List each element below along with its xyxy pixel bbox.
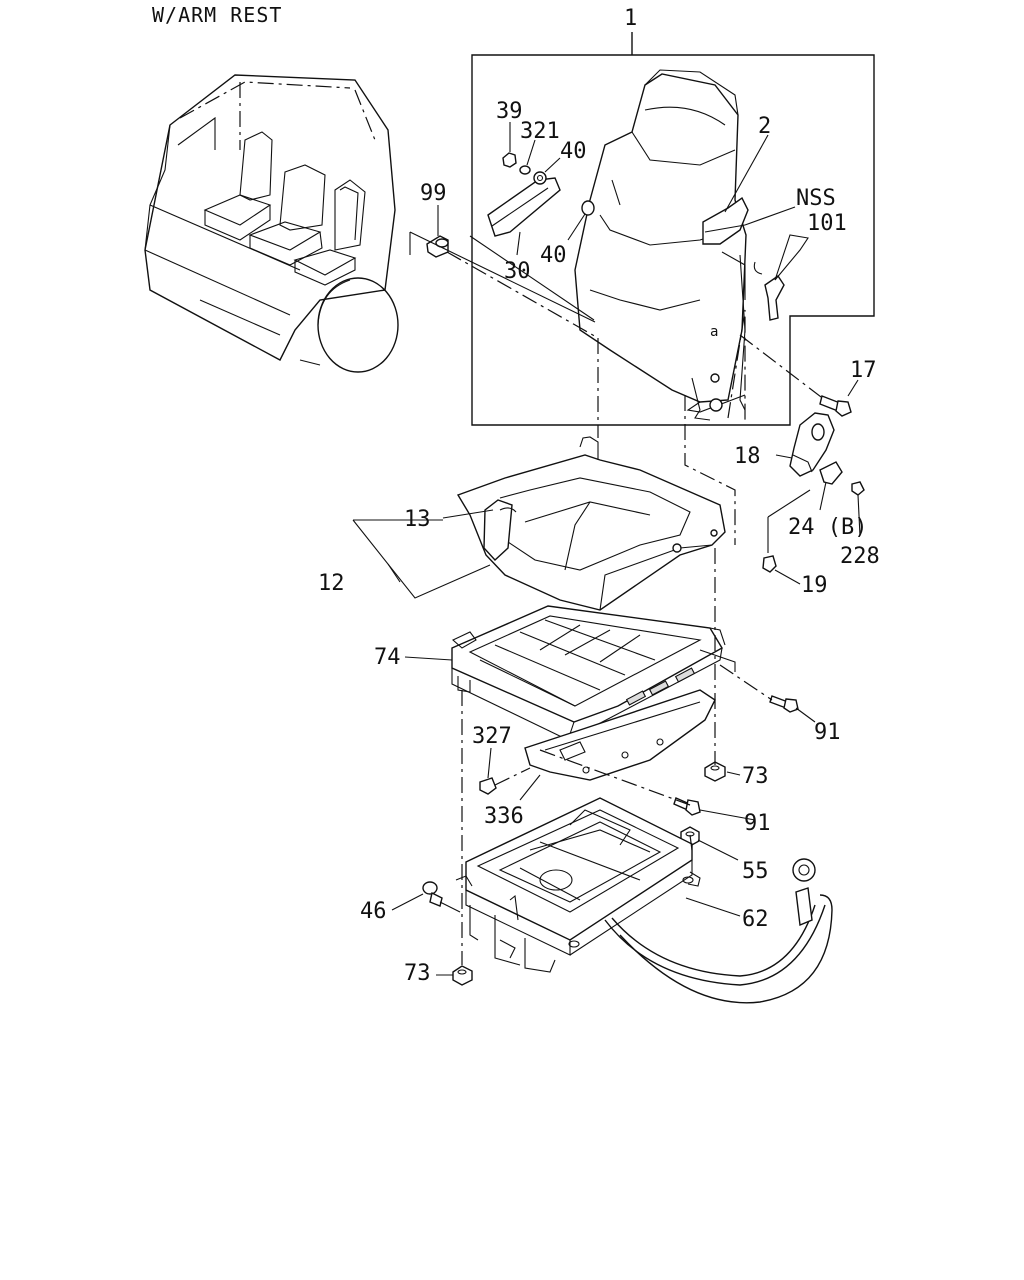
diagram-title: W/ARM REST: [152, 3, 282, 27]
seat-cushion: [456, 436, 726, 611]
callout-12: 12: [318, 571, 345, 596]
callout-2: 2: [758, 114, 771, 139]
callout-30: 30: [504, 259, 531, 284]
seat-back: a: [574, 69, 747, 421]
bolt-91-upper: [769, 695, 799, 713]
seatbelt-buckle: [702, 196, 749, 245]
callout-40-lower: 40: [540, 243, 567, 268]
callout-336: 336: [484, 804, 524, 829]
callout-74: 74: [374, 645, 401, 670]
armrest: [487, 177, 561, 237]
small-fasteners: [762, 461, 865, 573]
svg-text:a: a: [710, 324, 718, 340]
bolt-327: [479, 777, 497, 795]
callout-91-upper: 91: [814, 720, 841, 745]
arm-hardware: [502, 152, 595, 216]
bolt-46: [422, 881, 461, 913]
callout-73-upper: 73: [742, 764, 769, 789]
callout-40-upper: 40: [560, 139, 587, 164]
callout-62: 62: [742, 907, 769, 932]
bolt-17: [819, 395, 852, 417]
cab-inset-illustration: [144, 74, 399, 373]
callout-327: 327: [472, 724, 512, 749]
seat-base-box: [455, 797, 701, 973]
pivot-cover: [789, 412, 835, 477]
callout-321: 321: [520, 119, 560, 144]
callout-18: 18: [734, 444, 761, 469]
callout-labels: 1 2 39 321 40 40 30 99 NSS 101 17 18 13 …: [318, 6, 880, 986]
callout-17: 17: [850, 358, 877, 383]
callout-228: 228: [840, 544, 880, 569]
callout-24b: 24 (B): [788, 515, 867, 540]
recline-lever: [721, 251, 785, 321]
callout-1: 1: [624, 6, 637, 31]
callout-99: 99: [420, 181, 447, 206]
adjuster-bracket: [524, 689, 716, 781]
callout-73-lower: 73: [404, 961, 431, 986]
callout-nss: NSS: [796, 186, 836, 211]
callout-39: 39: [496, 99, 523, 124]
callout-46: 46: [360, 899, 387, 924]
callout-19: 19: [801, 573, 828, 598]
assembly-centerlines: [409, 231, 826, 965]
leader-lines: [352, 122, 861, 976]
callout-101: 101: [807, 211, 847, 236]
callout-13: 13: [404, 507, 431, 532]
pin-99: [426, 235, 449, 258]
callout-55: 55: [742, 859, 769, 884]
callout-91-lower: 91: [744, 811, 771, 836]
slide-rail-frame: [451, 605, 736, 741]
seat-back-assembly-box: [471, 32, 875, 426]
ground-cable: [604, 858, 833, 1004]
nut-73-lower: [452, 965, 473, 986]
